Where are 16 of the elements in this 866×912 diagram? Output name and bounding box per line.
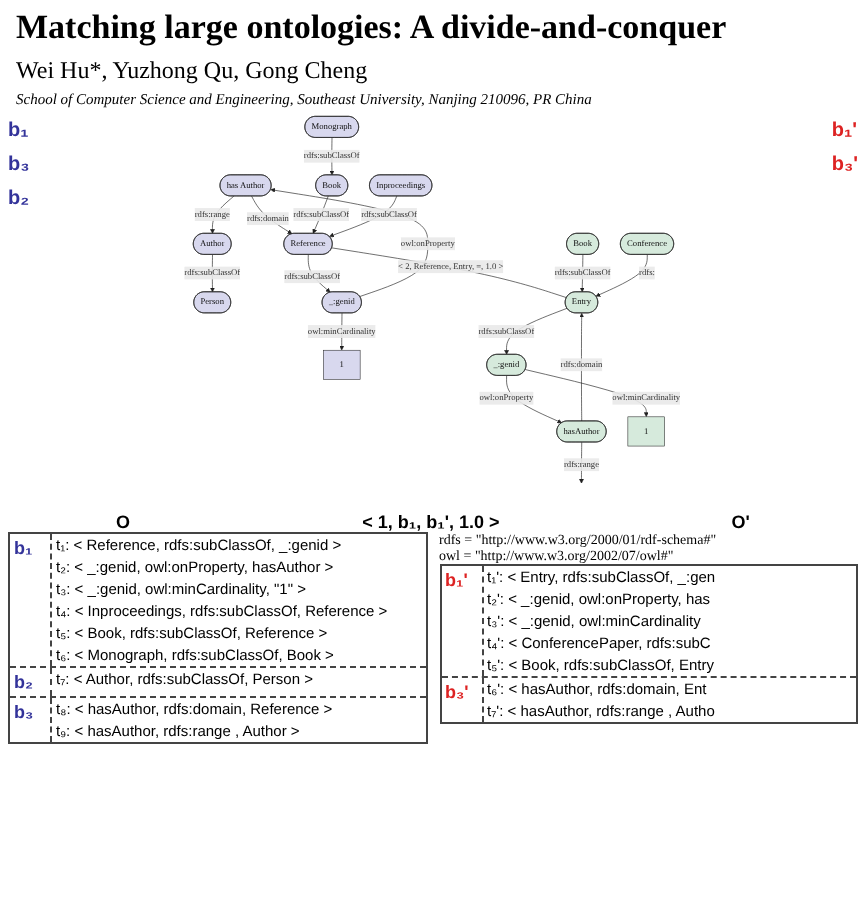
author-line: Wei Hu*, Yuzhong Qu, Gong Cheng	[16, 56, 370, 86]
block-label: b₁'	[831, 120, 858, 142]
block-label: b₁'	[441, 566, 483, 676]
block-label: b₁	[10, 534, 52, 666]
block-label: b₂	[10, 668, 52, 696]
block-label: b₂	[8, 188, 30, 210]
block-mapping-label: < 1, b₁, b₁', 1.0 >	[362, 512, 500, 532]
ontology-label: O	[116, 512, 131, 532]
block-label: b₃	[10, 698, 52, 742]
connector	[332, 247, 568, 298]
block-label: b₃'	[441, 678, 483, 722]
block-label: b₁	[8, 120, 30, 142]
block-label: b₃'	[831, 154, 858, 176]
ontology-label: O'	[731, 512, 750, 532]
block-label: b₃	[8, 154, 30, 176]
paper-title: Matching large ontologies: A divide-and-conquer	[16, 8, 729, 48]
